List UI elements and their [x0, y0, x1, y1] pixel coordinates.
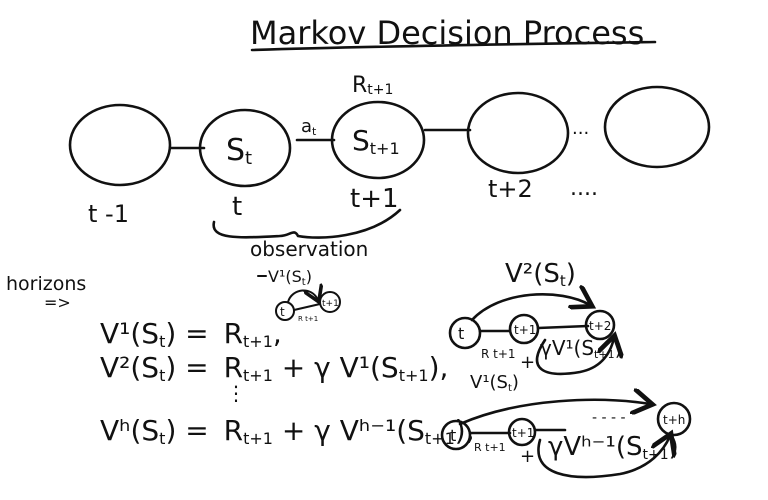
- vh-bottom-arrow: [537, 436, 670, 479]
- mini-arrow: [287, 290, 318, 302]
- v2-plus: +: [520, 352, 535, 373]
- time-label-t-minus-1: t -1: [88, 200, 129, 228]
- mini-node-t-label: t: [280, 305, 285, 319]
- vh-node-t: [440, 419, 472, 451]
- state-label-st: St: [226, 133, 252, 169]
- horizons-arrow: =>: [44, 293, 71, 312]
- vh-diagram: t t+1 - - - - t+h R t+1 + γVʰ⁻¹(St+1): [440, 400, 692, 479]
- reward-label: Rt+1: [352, 73, 393, 98]
- state-label-st1: St+1: [352, 124, 400, 158]
- state-node-t-plus-2: [466, 91, 570, 175]
- bellman-equations: V¹(St) = Rt+1, V²(St) = Rt+1 + γ V¹(St+1…: [100, 317, 475, 448]
- vh-top-arrow: [458, 400, 650, 426]
- mini-edge-label: R t+1: [298, 315, 318, 323]
- state-node-t: [198, 108, 292, 188]
- v2-node-t1-label: t+1: [514, 323, 536, 337]
- ellipsis-between: ...: [572, 118, 589, 139]
- title-underline: [250, 40, 657, 52]
- time-label-t-plus-2: t+2: [488, 175, 533, 203]
- vh-plus: +: [520, 446, 535, 467]
- equation-v1: V¹(St) = Rt+1,: [100, 317, 282, 351]
- v2-diagram: V²(St) t t+1 t+2 R t+1 + γV¹(St+1) V¹(St…: [448, 259, 622, 394]
- state-chain: St St+1 at Rt+1 ... t -1 t t+1 t+2 .... …: [68, 73, 711, 261]
- observation-brace: [212, 208, 402, 239]
- state-node-future: [603, 85, 711, 169]
- time-label-future: ....: [570, 176, 598, 201]
- mini-node-t1-label: t+1: [322, 299, 339, 309]
- vh-node-t-label: t: [450, 426, 456, 445]
- vh-dashes: - - - -: [592, 410, 626, 426]
- v2-top-arrow: [470, 294, 590, 322]
- vh-node-t1: [507, 417, 537, 447]
- equation-v2: V²(St) = Rt+1 + γ V¹(St+1),: [100, 351, 448, 385]
- vh-node-t1-label: t+1: [512, 426, 534, 440]
- mini-label: V¹(St): [268, 267, 312, 288]
- vh-reward-label: R t+1: [474, 441, 506, 454]
- state-node-t-minus-1: [68, 103, 172, 187]
- observation-label: observation: [250, 237, 368, 261]
- equation-vh: Vʰ(St) = Rt+1 + γ Vʰ⁻¹(St+1),: [100, 414, 475, 448]
- v2-node-t: [448, 316, 482, 350]
- mini-v1-diagram: V¹(St) t t+1 R t+1: [257, 267, 341, 323]
- v2-edge-2: [536, 324, 590, 330]
- mini-node-t1: [319, 291, 341, 313]
- vh-gamma-term: γVʰ⁻¹(St+1): [548, 432, 679, 463]
- v2-title: V²(St): [505, 259, 576, 290]
- mini-edge: [293, 303, 321, 311]
- v2-bottom-arrow: [535, 338, 614, 376]
- state-node-t-plus-1: [330, 100, 426, 180]
- v2-node-t-label: t: [458, 324, 464, 343]
- action-label: at: [301, 116, 317, 138]
- time-label-t-plus-1: t+1: [350, 184, 399, 214]
- v2-node-t2-label: t+2: [589, 319, 611, 333]
- v2-below-label: V¹(St): [470, 372, 519, 394]
- time-label-t: t: [232, 192, 242, 222]
- vertical-dots: ⋮: [226, 381, 246, 405]
- horizons-label: horizons: [6, 273, 86, 295]
- vh-node-th-label: t+h: [663, 413, 685, 427]
- v2-reward-label: R t+1: [481, 347, 516, 361]
